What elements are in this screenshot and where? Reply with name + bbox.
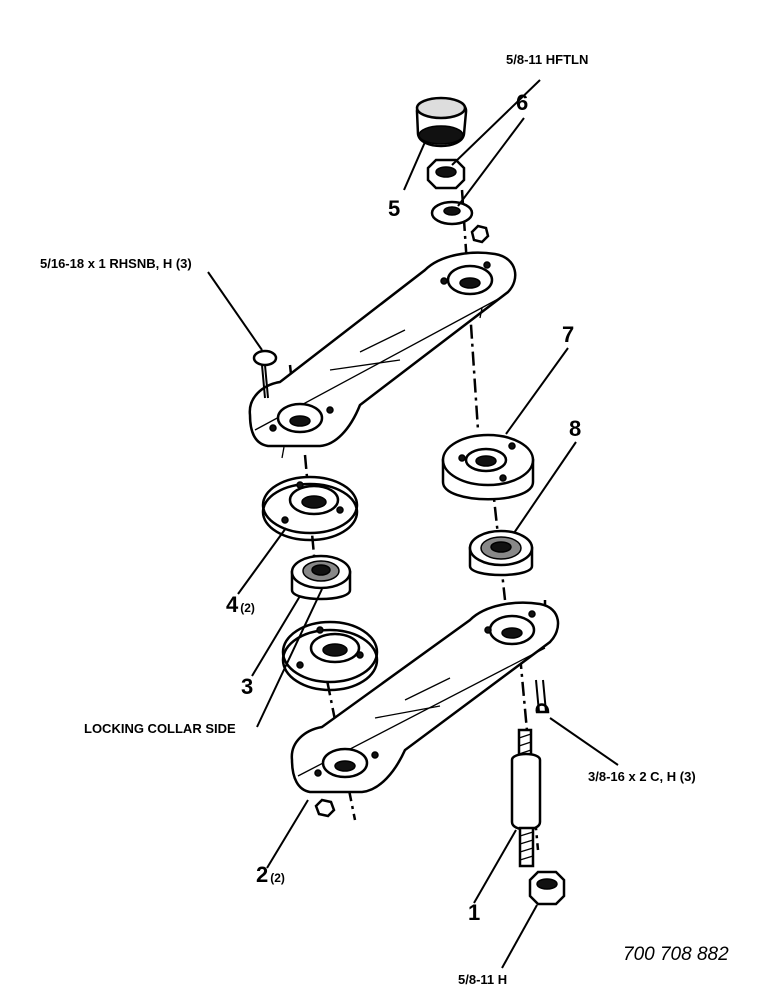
leader-locking-collar (256, 588, 323, 728)
callout-2-qty: (2) (270, 871, 285, 885)
lower-arm-plate (290, 601, 560, 794)
callout-4-number: 4 (226, 592, 239, 617)
leader-hftln (451, 79, 541, 166)
leader-8 (513, 441, 577, 534)
leader-6 (457, 117, 525, 207)
leader-2 (266, 799, 309, 869)
hex-nut-bottom (528, 870, 566, 906)
rhsnb-bolt (252, 349, 278, 399)
callout-2: 2(2) (256, 862, 285, 887)
leader-4 (237, 527, 287, 595)
part-2-nut (314, 798, 336, 818)
label-locking-collar: LOCKING COLLAR SIDE (84, 721, 236, 736)
leader-3 (251, 595, 301, 677)
carriage-bolt (535, 679, 550, 714)
leader-1 (473, 829, 517, 904)
leader-5 (403, 141, 426, 191)
callout-3: 3 (241, 674, 253, 699)
callout-2-number: 2 (256, 862, 268, 887)
part-4-flange-lower (281, 620, 379, 692)
leader-hex-nut (501, 904, 538, 969)
part-3-bearing (290, 554, 352, 601)
callout-6: 6 (516, 90, 528, 115)
callout-7: 7 (562, 322, 574, 347)
part-5-cap (415, 96, 468, 148)
callout-4: 4(2) (226, 592, 255, 617)
callout-4-qty: (2) (240, 601, 255, 615)
label-hex-nut: 5/8-11 H (458, 972, 507, 987)
small-nut-upper (470, 224, 490, 244)
hftln-locknut (426, 158, 466, 190)
drawing-number: 700 708 882 (623, 944, 729, 965)
callout-8: 8 (569, 416, 581, 441)
callout-5: 5 (388, 196, 400, 221)
upper-arm-plate (248, 251, 517, 459)
label-rhsnb: 5/16-18 x 1 RHSNB, H (3) (40, 256, 192, 271)
part-6-washer (430, 200, 474, 226)
part-7-hub (441, 433, 535, 501)
part-8-bearing (468, 529, 534, 577)
leader-rhsnb (207, 271, 263, 351)
callout-1: 1 (468, 900, 480, 925)
leader-carriage (549, 717, 619, 766)
label-carriage: 3/8-16 x 2 C, H (3) (588, 769, 696, 784)
leader-7 (505, 347, 569, 435)
part-4-flange-upper (261, 475, 359, 542)
part-1-stud (510, 728, 542, 868)
label-hftln: 5/8-11 HFTLN (506, 52, 588, 67)
